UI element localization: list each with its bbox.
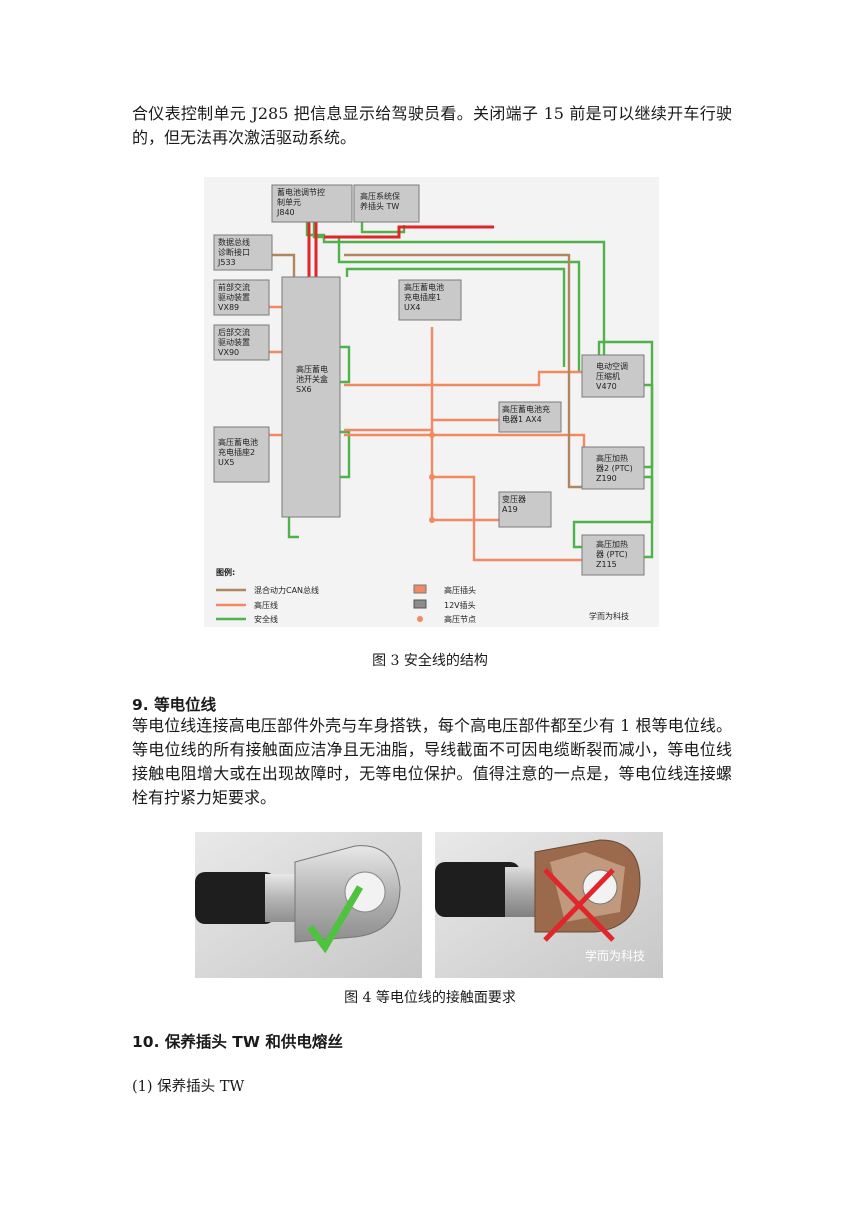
section9-body: 等电位线连接高电压部件外壳与车身搭铁，每个高电压部件都至少有 1 根等电位线。等…: [132, 716, 732, 807]
cross-icon: [543, 868, 615, 942]
label-z190-3: Z190: [596, 474, 617, 483]
label-vx90-2: 驱动装置: [218, 337, 250, 347]
legend-hv-node: 高压节点: [444, 614, 476, 624]
label-ux4-2: 充电插座1: [404, 292, 441, 302]
label-vx89-1: 前部交流: [218, 282, 250, 292]
label-ax4-1: 高压蓄电池充: [502, 404, 550, 414]
label-tw-1: 高压系统保: [360, 191, 400, 201]
box-j533: [213, 234, 273, 271]
hv-nodes: [429, 432, 435, 523]
photo-clean-contact: [195, 832, 422, 978]
label-tw-2: 养插头 TW: [360, 201, 399, 211]
box-tw: [353, 184, 420, 223]
box-vx89: [213, 279, 270, 316]
label-sx6-2: 池开关盒: [296, 374, 328, 384]
intro-paragraph: 合仪表控制单元 J285 把信息显示给驾驶员看。关闭端子 15 前是可以继续开车…: [132, 104, 732, 147]
box-ux4: [398, 279, 462, 321]
red-lines: [307, 222, 494, 277]
label-j533-3: J533: [217, 258, 236, 267]
label-z115-1: 高压加热: [596, 539, 628, 549]
label-ux4-3: UX4: [404, 303, 420, 312]
figure4-caption: 图 4 等电位线的接触面要求: [344, 990, 516, 1006]
label-vx90-1: 后部交流: [218, 327, 250, 337]
label-a19-1: 变压器: [502, 494, 526, 504]
section9-heading: 9. 等电位线: [132, 696, 217, 714]
label-v470-3: V470: [596, 382, 617, 391]
watermark-fig3: 学而为科技: [589, 611, 629, 621]
box-j840: [271, 184, 353, 223]
label-z115-3: Z115: [596, 560, 617, 569]
label-j840-1: 蓄电池调节控: [277, 187, 325, 197]
box-sx6: [281, 276, 341, 518]
label-sx6-1: 高压蓄电: [296, 364, 328, 374]
can-lines: [272, 253, 589, 489]
label-vx90-3: VX90: [218, 348, 239, 357]
box-ux5: [213, 426, 270, 483]
box-ax4: [498, 401, 562, 433]
label-v470-1: 电动空调: [596, 361, 628, 371]
label-j533-1: 数据总线: [218, 237, 250, 247]
label-j840-3: J840: [276, 208, 295, 217]
label-ux5-2: 充电插座2: [218, 447, 255, 457]
photo-dirty-contact: 学而为科技: [435, 832, 663, 978]
label-ax4-2: 电器1 AX4: [502, 414, 542, 424]
watermark-fig4: 学而为科技: [585, 948, 645, 963]
label-vx89-2: 驱动装置: [218, 292, 250, 302]
box-a19: [498, 491, 552, 528]
legend-hv-line: 高压线: [254, 600, 278, 610]
label-vx89-3: VX89: [218, 303, 239, 312]
legend-can: 混合动力CAN总线: [254, 585, 319, 595]
label-ux5-1: 高压蓄电池: [218, 437, 258, 447]
legend: 图例: 混合动力CAN总线 高压线 安全线 高压插头 12V插头 高压节点: [216, 567, 476, 624]
legend-12v-plug: 12V插头: [444, 600, 476, 610]
label-z190-2: 器2 (PTC): [596, 464, 633, 473]
box-v470: [581, 354, 645, 398]
label-v470-2: 压缩机: [596, 371, 620, 381]
box-z115: [581, 534, 645, 576]
check-icon: [307, 885, 364, 954]
label-z190-1: 高压加热: [596, 453, 628, 463]
section10-heading: 10. 保养插头 TW 和供电熔丝: [132, 1033, 343, 1051]
safety-line-diagram: 蓄电池调节控 制单元 J840 高压系统保 养插头 TW 数据总线 诊断接口 J…: [204, 177, 659, 627]
figure3-caption: 图 3 安全线的结构: [372, 653, 488, 669]
label-z115-2: 器 (PTC): [596, 550, 628, 559]
box-z190: [581, 446, 645, 490]
label-ux5-3: UX5: [218, 458, 234, 467]
label-j840-2: 制单元: [277, 197, 301, 207]
label-ux4-1: 高压蓄电池: [404, 282, 444, 292]
legend-title: 图例:: [216, 567, 235, 577]
label-j533-2: 诊断接口: [218, 247, 250, 257]
label-a19-2: A19: [502, 505, 518, 514]
legend-safety-line: 安全线: [254, 614, 278, 624]
legend-hv-plug: 高压插头: [444, 585, 476, 595]
label-sx6-3: SX6: [296, 385, 312, 394]
box-vx90: [213, 324, 270, 361]
section10-sub1: (1) 保养插头 TW: [132, 1079, 245, 1095]
